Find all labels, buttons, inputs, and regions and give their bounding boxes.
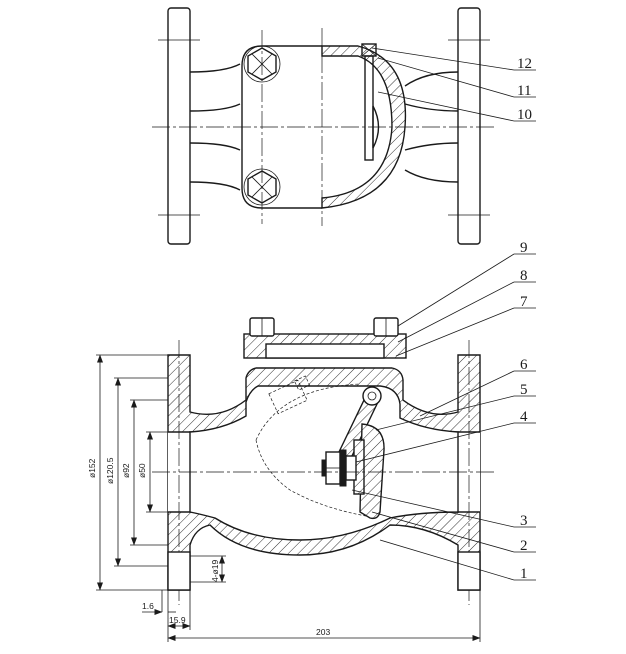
callout-4: 4 [520,409,528,425]
hinge-pin-circle [362,386,382,406]
valve-disc [359,423,385,520]
top-hinge-pin [361,43,380,161]
callout-7: 7 [520,294,528,310]
dim-d92: ø92 [121,463,131,478]
top-view [152,7,515,245]
top-neck-left [189,63,241,191]
dim-d120: ø120.5 [105,457,115,484]
callout-3: 3 [520,513,528,529]
front-view [152,253,515,605]
callout-labels: 12 11 10 9 8 7 6 5 4 3 2 1 [514,56,536,582]
callout-2: 2 [520,538,528,554]
callout-12: 12 [517,56,532,72]
dim-length: 203 [316,627,330,637]
dimensions: ø152 ø120.5 ø92 ø50 4-ø19 1.6 15.9 203 [87,354,481,642]
callout-6: 6 [520,357,528,373]
flange-bolt-hole [167,551,191,591]
callout-11: 11 [517,83,531,99]
disc-nut [321,449,357,487]
top-neck-right [404,71,459,183]
dim-d152: ø152 [87,458,97,478]
callout-8: 8 [520,268,528,284]
top-left-flange [167,7,191,245]
callout-1: 1 [520,566,528,582]
dim-holes: 4-ø19 [210,560,220,582]
dim-d50: ø50 [137,463,147,478]
bonnet-gasket [265,343,385,359]
callout-5: 5 [520,382,528,398]
top-right-flange [457,7,481,245]
disc-swing-path [255,383,367,517]
dim-t16: 1.6 [142,601,154,611]
callout-10: 10 [517,107,532,123]
dim-t159: 15.9 [169,615,186,625]
callout-9: 9 [520,240,528,256]
disc-open-position [268,375,311,415]
